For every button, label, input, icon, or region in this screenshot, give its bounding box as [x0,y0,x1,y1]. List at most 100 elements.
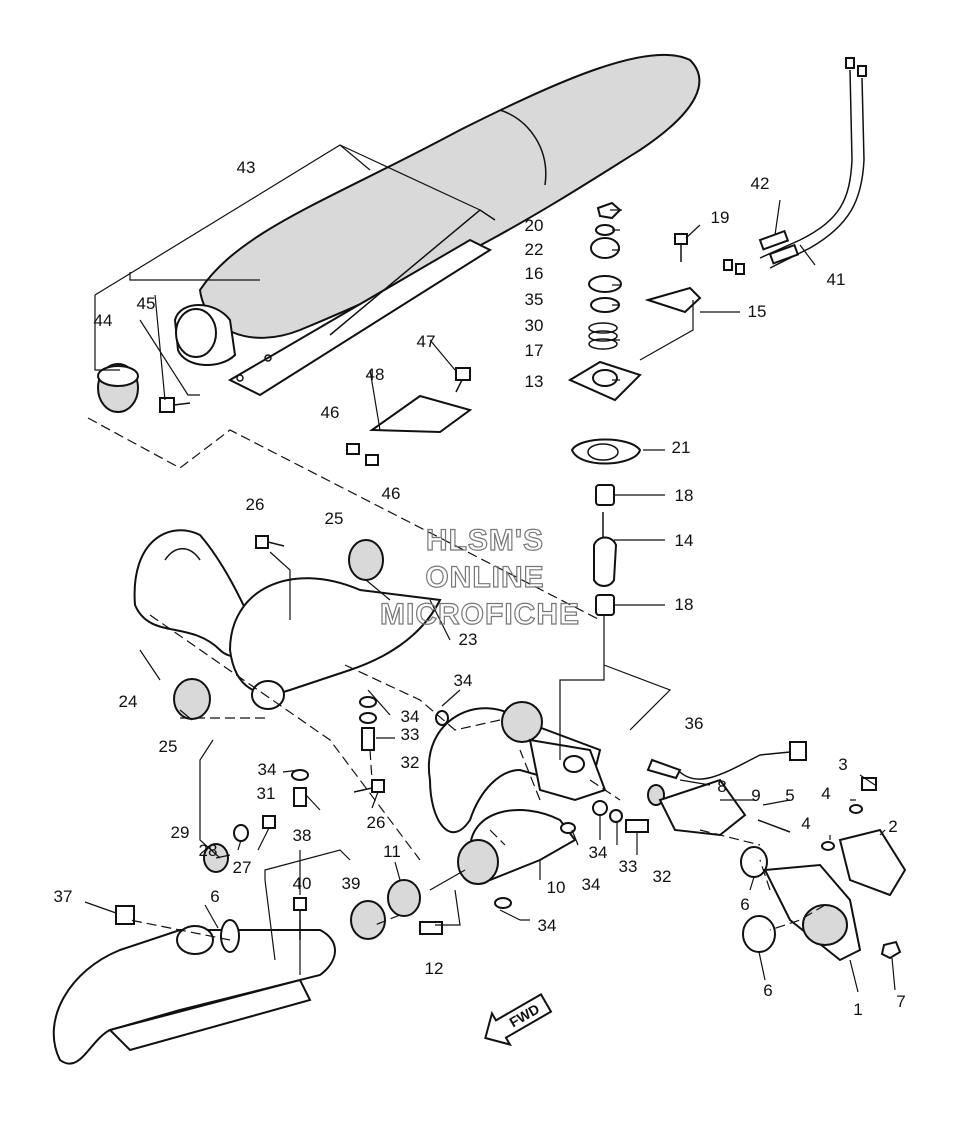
part-18-collar-bottom [595,594,615,616]
callout-labels: 1 2 3 4 4 5 6 6 6 7 8 9 10 11 12 13 14 1… [54,158,906,1019]
callout-26a: 26 [246,495,265,514]
watermark: HLSM'S ONLINE MICROFICHE [379,523,579,631]
callout-25b: 25 [159,737,178,756]
callout-4b: 4 [801,814,810,833]
part-1-joint [763,863,862,962]
callout-34f: 34 [538,916,557,935]
part-3-bolt [861,777,877,791]
part-45-bolt [159,397,191,413]
callout-27: 27 [233,858,252,877]
part-19-bolt [674,233,688,262]
dashed-lines [87,417,826,941]
part-27-screw [262,815,276,829]
callout-44: 44 [94,311,113,330]
part-28-washer [233,824,249,842]
callout-23: 23 [459,630,478,649]
callout-29: 29 [171,823,190,842]
callout-33a: 33 [401,725,420,744]
callout-8: 8 [717,777,726,796]
part-6-gasket-b [742,915,776,953]
callout-10: 10 [547,878,566,897]
part-9-protector [658,778,747,837]
part-6-gasket-a [740,846,768,878]
part-35-washer [588,275,622,293]
part-13-bracket [567,360,642,402]
part-34-washer-e [592,800,608,816]
callout-32b: 32 [653,867,672,886]
part-34-washer-b [435,710,449,726]
part-34-washer-c [291,769,309,781]
part-33-washer-a [359,712,377,724]
part-44-sleeve [97,363,139,413]
callout-42: 42 [751,174,770,193]
part-4-washer-b [821,841,835,851]
callout-16: 16 [525,264,544,283]
part-5-stud [757,819,791,833]
part-32-bolt-b [625,819,649,833]
callout-46a: 46 [321,403,340,422]
callout-47: 47 [417,332,436,351]
part-34-washer-f [494,897,512,909]
part-20-nut [596,201,622,220]
watermark-line-1: HLSM'S [426,524,544,557]
callout-48: 48 [366,365,385,384]
part-47-screw [455,367,471,393]
callout-13: 13 [525,372,544,391]
callout-34b: 34 [454,671,473,690]
callout-34c: 34 [258,760,277,779]
part-17-spring [588,322,618,350]
callout-6a: 6 [210,887,219,906]
part-25-sleeve-top [348,539,384,581]
callout-4a: 4 [821,784,830,803]
part-38-sleeve [350,900,386,940]
callout-22: 22 [525,240,544,259]
callout-34d: 34 [589,843,608,862]
callout-37: 37 [54,887,73,906]
callout-6c: 6 [763,981,772,1000]
callout-35: 35 [525,290,544,309]
part-21-gasket [570,438,642,465]
part-25-sleeve-bottom [173,678,211,720]
callout-24: 24 [119,692,138,711]
fwd-arrow: FWD [484,992,553,1047]
part-22-washer [595,224,615,236]
part-31-bolt [293,787,307,807]
part-46-nuts [346,443,379,466]
watermark-line-2: ONLINE [425,561,544,594]
part-32-bolt-a [361,727,375,751]
callout-45: 45 [137,294,156,313]
callout-28: 28 [199,841,218,860]
callout-3: 3 [838,755,847,774]
callout-20: 20 [525,216,544,235]
part-7-nut [880,940,902,960]
part-48-protector [368,394,473,434]
part-39-exhaust-pipe [52,925,336,1065]
leader-lines [84,144,896,993]
callout-14: 14 [675,531,694,550]
part-33-washer-b [609,809,623,823]
callout-41: 41 [827,270,846,289]
callout-31: 31 [257,784,276,803]
callout-12: 12 [425,959,444,978]
callout-30: 30 [525,316,544,335]
callout-25a: 25 [325,509,344,528]
callout-15: 15 [748,302,767,321]
part-26-bolt-bottom [353,779,385,793]
part-26-bolt-top [255,535,285,549]
callout-19: 19 [711,208,730,227]
callout-36: 36 [685,714,704,733]
part-2-protector [838,828,907,897]
callout-43: 43 [237,158,256,177]
part-10-exhaust-pipe [427,701,607,885]
callout-40: 40 [293,874,312,893]
callout-11: 11 [383,842,401,861]
callout-46b: 46 [382,484,401,503]
part-12-bolt [419,921,443,935]
callout-7: 7 [896,992,905,1011]
part-34-washer-a [359,696,377,708]
callout-32a: 32 [401,753,420,772]
muffler-assembly [173,53,701,397]
callout-5: 5 [785,786,794,805]
